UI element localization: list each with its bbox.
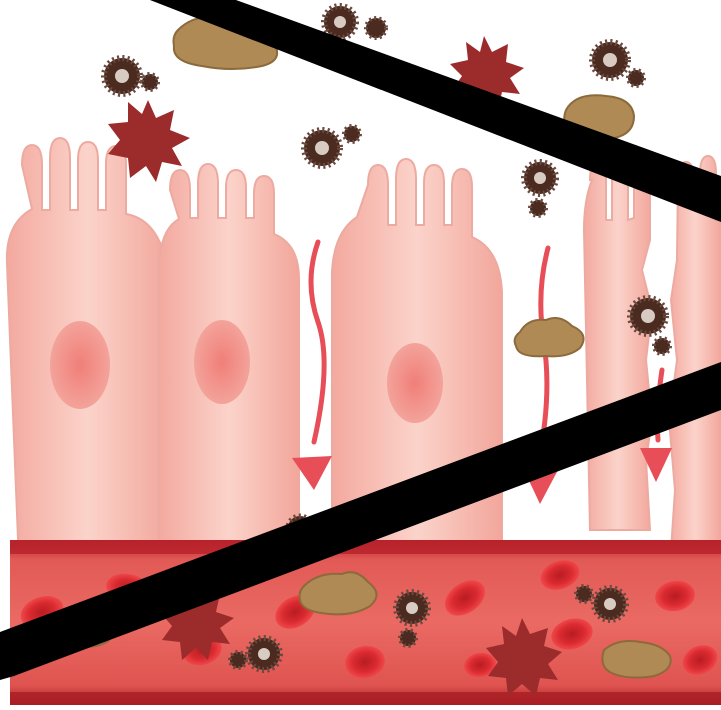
cell-nucleus: [194, 320, 250, 404]
epithelial-cell: [584, 158, 652, 530]
cell-nucleus: [50, 321, 110, 409]
cell-nucleus: [387, 343, 443, 423]
food-particle: [602, 641, 670, 678]
